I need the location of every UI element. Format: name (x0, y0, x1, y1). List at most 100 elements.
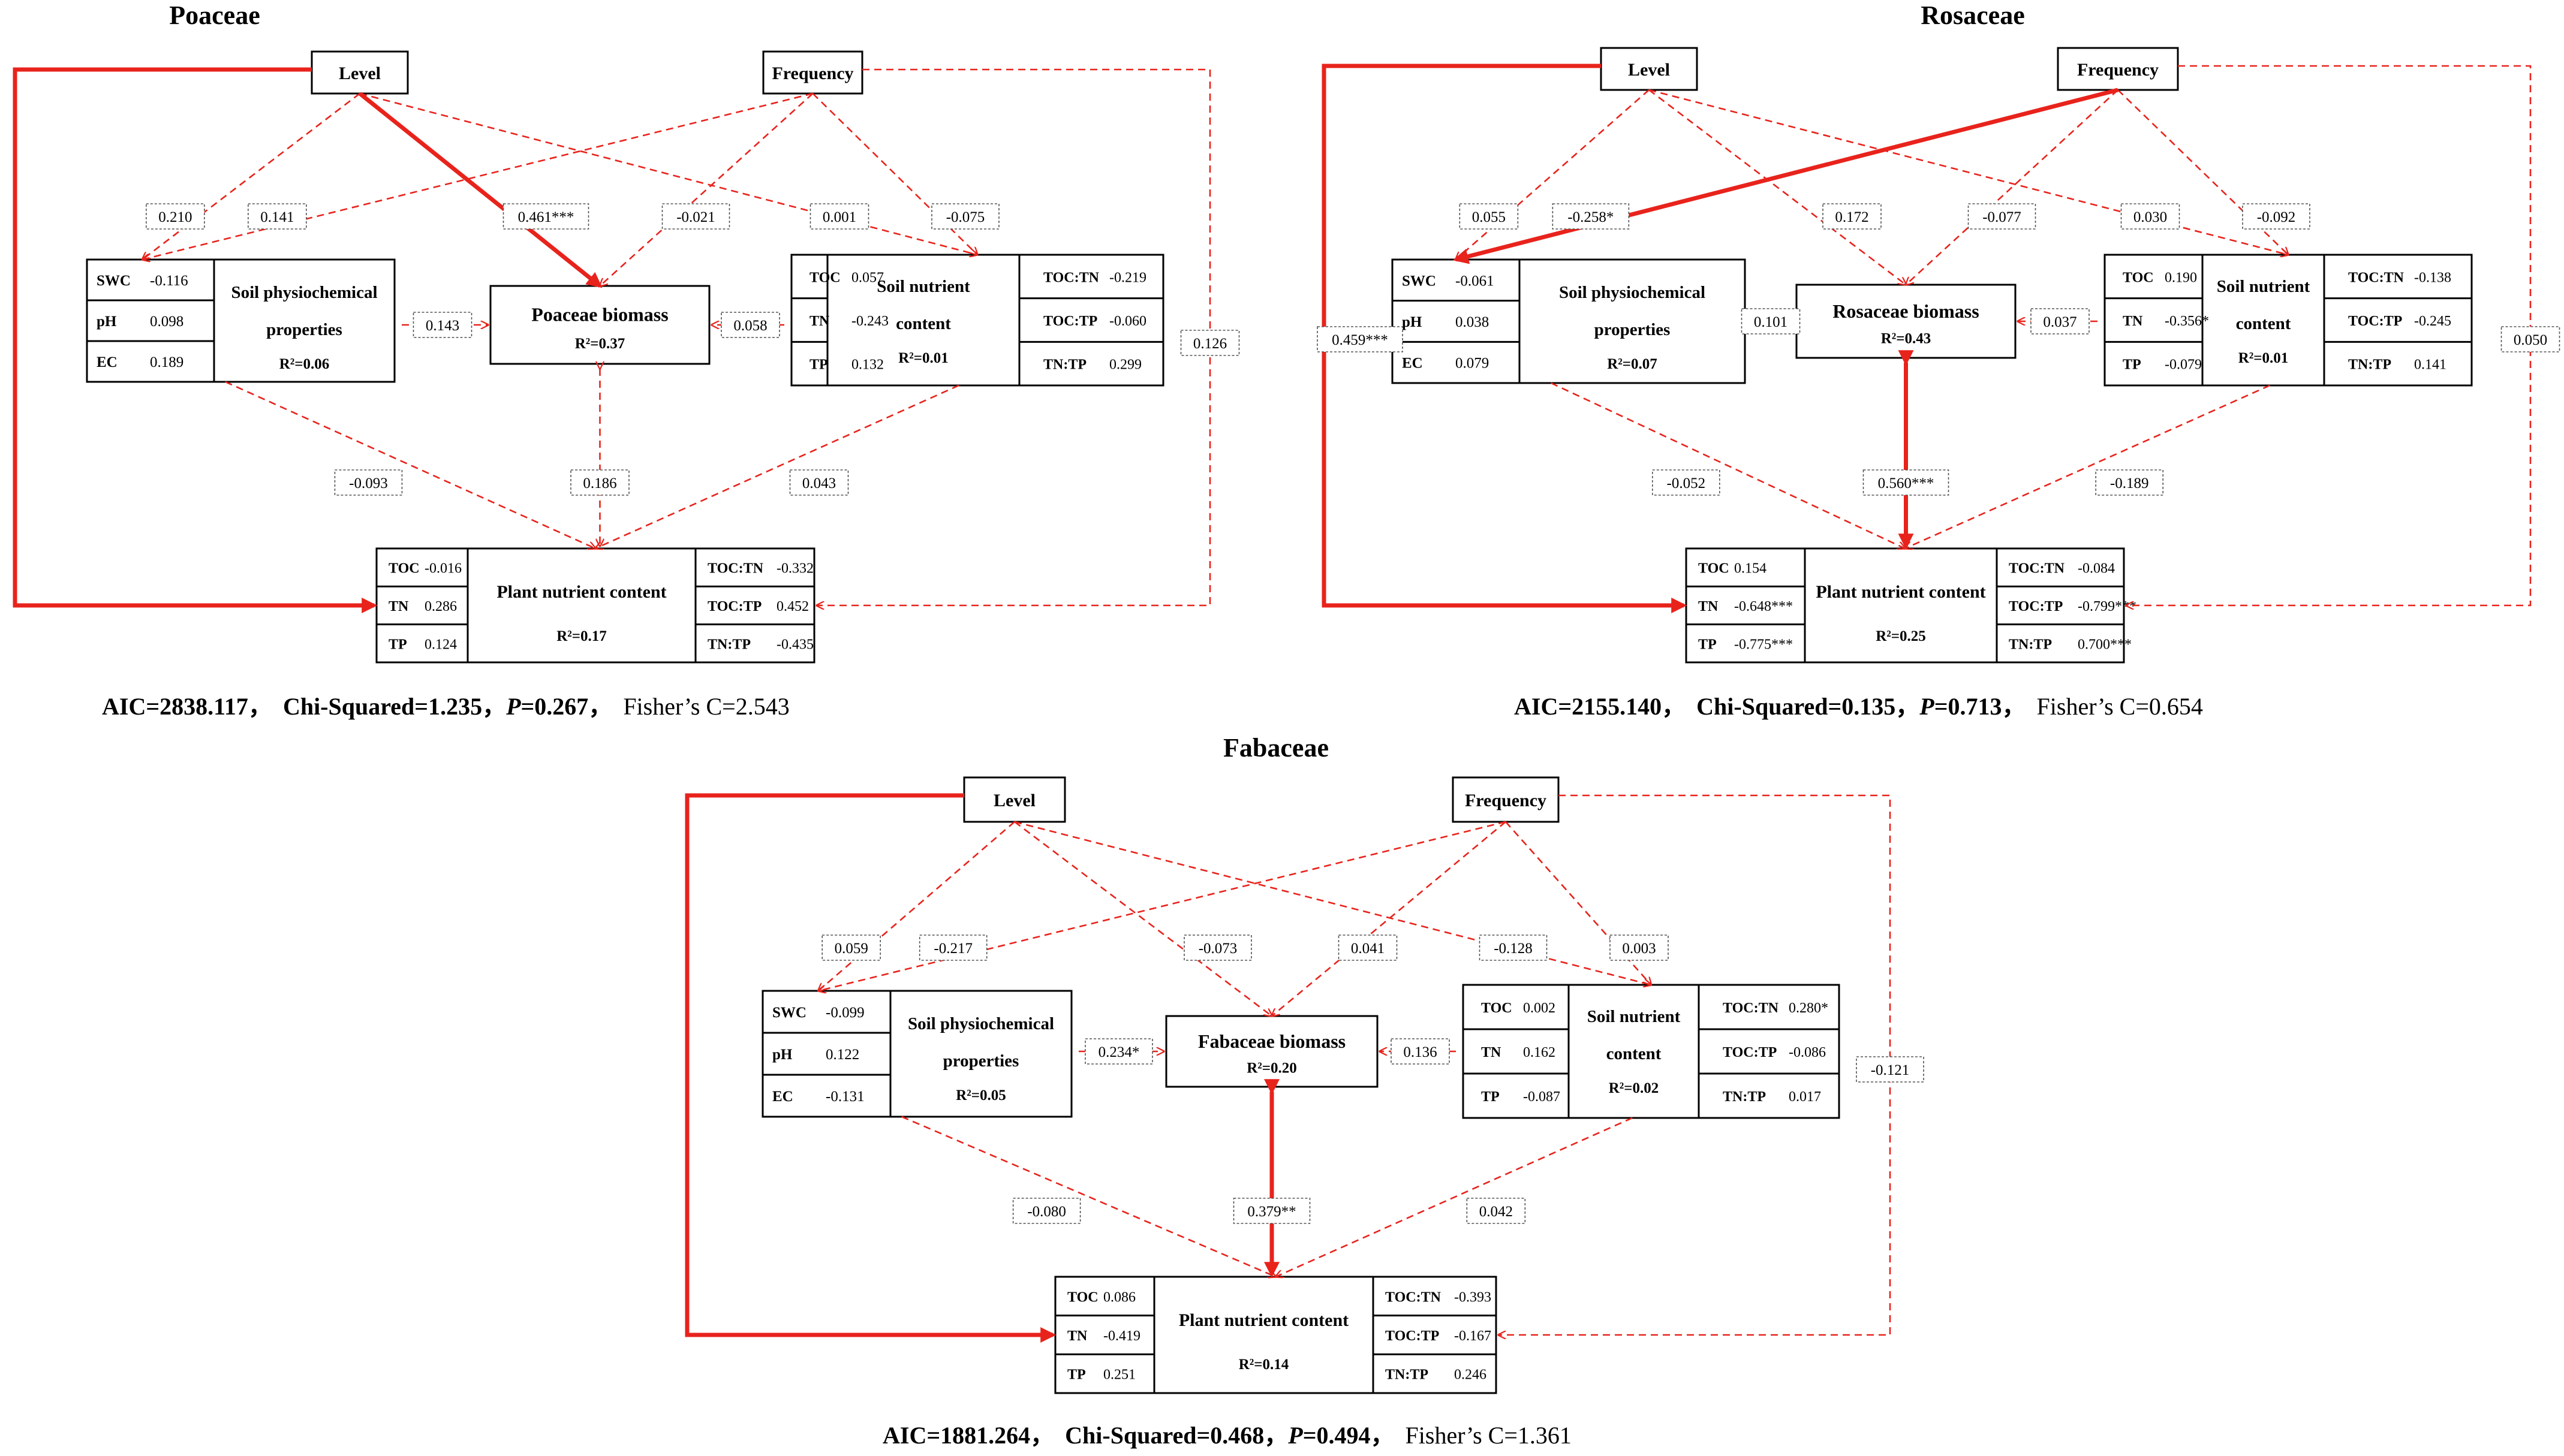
soil-physiochemical-box (1391, 258, 1746, 384)
r-squared: R²=0.06 (279, 356, 330, 372)
ratio-name: TOC:TP (2009, 599, 2063, 614)
soil-nutrient-name: Soil nutrient (877, 277, 970, 296)
ratio-name: TOC:TN (2348, 270, 2404, 285)
variable-value: 0.002 (1523, 1000, 1555, 1016)
ratio-value: 0.017 (1789, 1089, 1821, 1105)
coef-soilnut-biomass-box (2030, 308, 2090, 334)
path-frequency-biomass (1906, 89, 2118, 285)
coef-frequency-soilphys: -0.217 (934, 940, 973, 957)
path-level-plant (685, 793, 1057, 1343)
ratio-name: TOC:TP (708, 599, 762, 614)
ratio-name: TOC:TP (1723, 1045, 1777, 1060)
coef-frequency-biomass: 0.041 (1351, 940, 1385, 957)
biomass-name: Fabaceae biomass (1198, 1030, 1346, 1052)
coef-soilnut-plant: 0.043 (802, 475, 836, 492)
ratio-value: -0.435 (777, 637, 814, 652)
coef-frequency-soilnut-box (931, 203, 1000, 230)
fit-statistics: AIC=2838.117，Chi-Squared=1.235，P=0.267，F… (102, 693, 790, 720)
level-box (311, 50, 409, 95)
path-frequency-soilphys (1452, 88, 2118, 264)
variable-value: 0.079 (1455, 355, 1489, 372)
path-frequency-soilnut (2117, 89, 2288, 255)
variable-name: EC (1402, 355, 1423, 372)
r-squared: R²=0.05 (956, 1087, 1006, 1104)
variable-name: TOC (1481, 1000, 1512, 1016)
variable-value: -0.243 (851, 313, 889, 329)
variable-name: TP (389, 637, 407, 652)
variable-name: SWC (772, 1005, 806, 1021)
coef-level-soilphys-box (146, 203, 205, 230)
coef-level-soilnut-box (809, 203, 869, 230)
variable-value: -0.079 (2165, 357, 2202, 373)
ratio-name: TN:TP (2009, 637, 2052, 652)
variable-name: TP (1067, 1367, 1086, 1383)
variable-name: TP (2123, 357, 2141, 373)
coef-soilnut-biomass: 0.037 (2043, 314, 2077, 330)
path-level-biomass (358, 92, 603, 288)
coef-soilphys-biomass: 0.143 (426, 318, 459, 334)
fit-aic: AIC=2155.140， (1514, 693, 1686, 720)
plant-nutrient-name: Plant nutrient content (1816, 582, 1985, 602)
fit-fisher: Fisher’s C=0.654 (2037, 693, 2203, 720)
ratio-value: 0.299 (1109, 357, 1142, 373)
coef-soilnut-biomass: 0.136 (1403, 1044, 1437, 1060)
variable-name: TN (389, 599, 409, 614)
variable-value: -0.116 (150, 273, 188, 289)
coef-level-biomass: 0.172 (1835, 209, 1868, 225)
path-level-plant (13, 67, 378, 613)
fit-aic: AIC=2838.117， (102, 693, 272, 720)
frequency-label: Frequency (2077, 60, 2159, 80)
variable-value: 0.251 (1103, 1367, 1136, 1383)
ratio-name: TOC:TN (2009, 561, 2065, 577)
coef-frequency-plant: -0.121 (1871, 1062, 1910, 1078)
path-soilnut-plant (1276, 1117, 1633, 1277)
coef-frequency-soilphys-box (1552, 203, 1630, 230)
variable-name: TN (1067, 1328, 1088, 1344)
r-squared: R²=0.01 (898, 350, 949, 366)
coef-frequency-soilphys-box (248, 203, 307, 230)
path-level-biomass (1014, 821, 1272, 1016)
fit-statistics: AIC=2155.140，Chi-Squared=0.135，P=0.713，F… (1514, 693, 2203, 720)
ratio-value: -0.086 (1789, 1045, 1826, 1060)
coef-soilphys-plant-box (1652, 469, 1720, 496)
coef-level-soilnut: -0.128 (1494, 940, 1533, 957)
ratio-name: TN:TP (2348, 357, 2391, 373)
coef-soilphys-plant: -0.093 (349, 475, 388, 492)
variable-name: TP (1698, 637, 1717, 652)
variable-name: TN (809, 313, 830, 329)
coef-level-soilnut-box (1479, 935, 1548, 961)
frequency-label: Frequency (772, 64, 853, 83)
frequency-label: Frequency (1465, 791, 1546, 810)
panel-title: Poaceae (169, 1, 260, 30)
ratio-name: TOC:TP (1385, 1328, 1439, 1344)
coef-soilphys-plant-box (334, 469, 403, 496)
ratio-value: 0.141 (2414, 357, 2446, 373)
variable-name: SWC (1402, 273, 1436, 289)
coef-soilnut-biomass-box (721, 312, 780, 338)
soil-nutrient-box (2103, 254, 2473, 387)
variable-value: 0.098 (150, 313, 183, 330)
soil-nutrient-name: Soil nutrient (2217, 277, 2310, 296)
coef-soilnut-biomass-box (1391, 1038, 1450, 1065)
fit-p_value: =0.713， (1934, 693, 2026, 720)
ratio-name: TOC:TN (708, 561, 764, 577)
variable-value: 0.154 (1734, 561, 1766, 577)
coef-frequency-biomass-box (661, 203, 730, 230)
plant-nutrient-name: Plant nutrient content (1179, 1310, 1349, 1330)
r-squared: R²=0.02 (1609, 1080, 1659, 1096)
soil-physiochemical-box (86, 258, 396, 383)
path-frequency-soilphys (818, 821, 1506, 991)
level-label: Level (1628, 60, 1670, 80)
soil-physiochemical-name: properties (1594, 320, 1671, 339)
variable-name: TOC (389, 561, 420, 577)
coef-frequency-soilnut: -0.075 (946, 209, 985, 225)
level-label: Level (994, 791, 1036, 810)
fit-p_letter: P (1287, 1422, 1303, 1449)
path-level-biomass (1648, 89, 1906, 285)
ratio-value: 0.246 (1454, 1367, 1486, 1383)
frequency-box (762, 50, 863, 95)
path-frequency-biomass (1272, 821, 1506, 1016)
